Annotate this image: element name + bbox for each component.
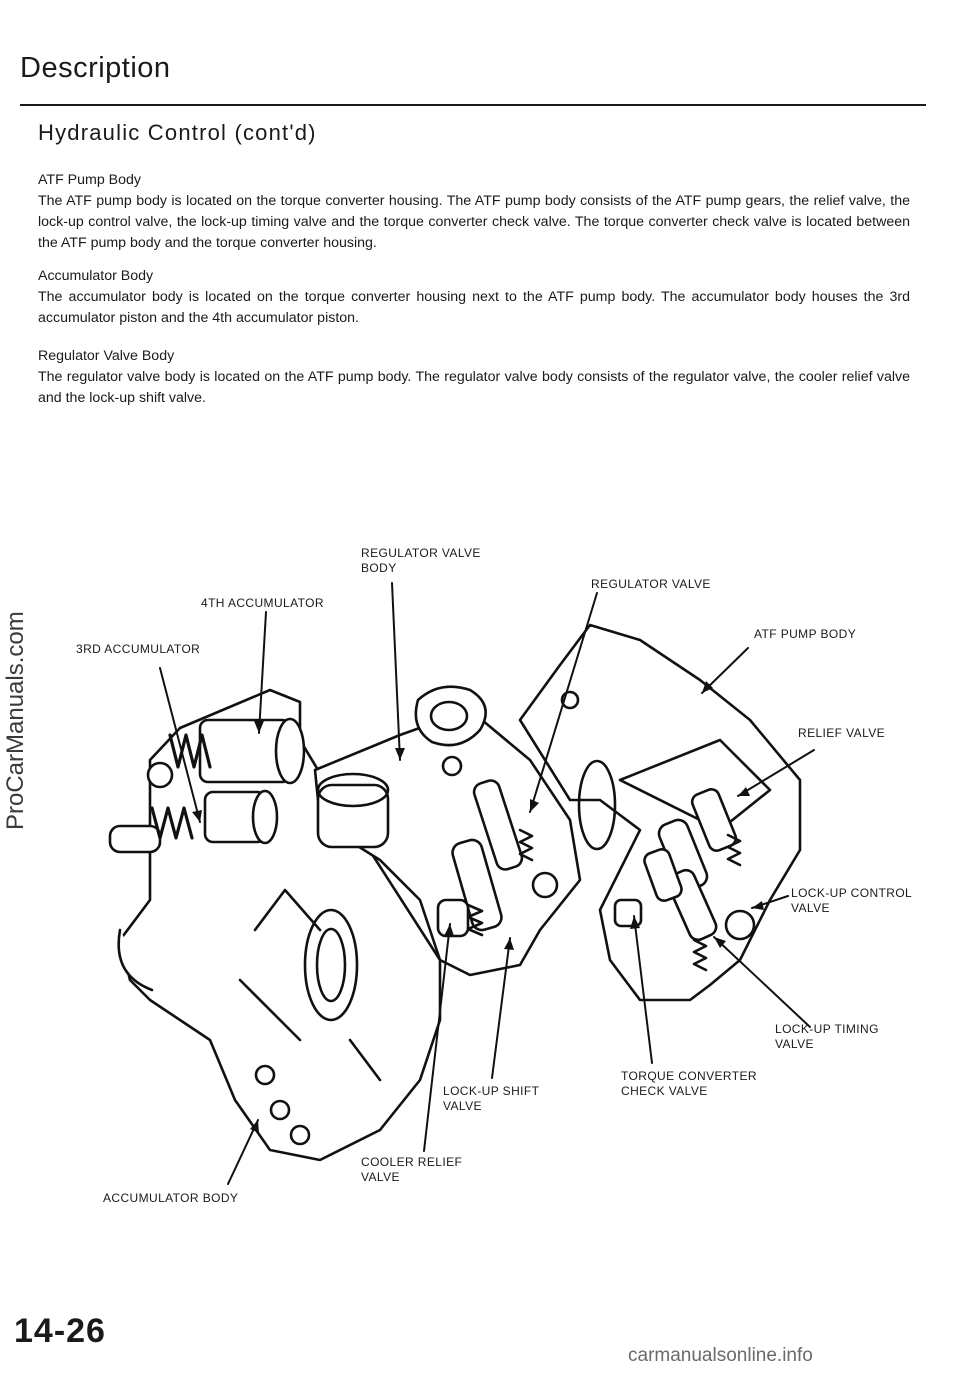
label-relief-valve: RELIEF VALVE xyxy=(798,726,886,740)
section-heading: Regulator Valve Body xyxy=(38,348,175,364)
section-body: The regulator valve body is located on t… xyxy=(38,369,910,406)
label-cooler-relief-valve: COOLER RELIEF VALVE xyxy=(361,1155,463,1184)
section-heading: ATF Pump Body xyxy=(38,172,142,188)
label-accumulator-body: ACCUMULATOR BODY xyxy=(103,1191,239,1205)
label-atf-pump-body: ATF PUMP BODY xyxy=(754,627,857,641)
footer-watermark: carmanualsonline.info xyxy=(628,1345,813,1366)
label-lockup-timing-valve: LOCK-UP TIMING VALVE xyxy=(775,1022,879,1051)
section-body: The accumulator body is located on the t… xyxy=(38,289,910,326)
label-lockup-control-valve: LOCK-UP CONTROL VALVE xyxy=(791,886,913,915)
watermark: ProCarManuals.com xyxy=(2,611,29,830)
section-accumulator-body: Accumulator Body The accumulator body is… xyxy=(38,266,910,329)
label-regulator-valve: REGULATOR VALVE xyxy=(591,577,711,591)
label-3rd-accumulator: 3RD ACCUMULATOR xyxy=(76,642,201,656)
label-regulator-valve-body: REGULATOR VALVE BODY xyxy=(361,546,481,575)
section-atf-pump-body: ATF Pump Body The ATF pump body is locat… xyxy=(38,170,910,254)
label-4th-accumulator: 4TH ACCUMULATOR xyxy=(201,596,324,610)
section-title: Hydraulic Control (cont'd) xyxy=(38,120,317,145)
label-lockup-shift-valve: LOCK-UP SHIFT VALVE xyxy=(443,1084,540,1113)
section-heading: Accumulator Body xyxy=(38,268,154,284)
page-title: Description xyxy=(20,52,171,84)
section-body: The ATF pump body is located on the torq… xyxy=(38,193,910,251)
title-rule xyxy=(20,104,926,106)
section-regulator-valve-body: Regulator Valve Body The regulator valve… xyxy=(38,346,910,409)
accumulator-body-illustration xyxy=(118,688,442,1162)
label-torque-converter-check-valve: TORQUE CONVERTER CHECK VALVE xyxy=(621,1069,757,1098)
atf-pump-body-illustration xyxy=(518,623,802,1002)
page-number: 14-26 xyxy=(14,1312,106,1350)
